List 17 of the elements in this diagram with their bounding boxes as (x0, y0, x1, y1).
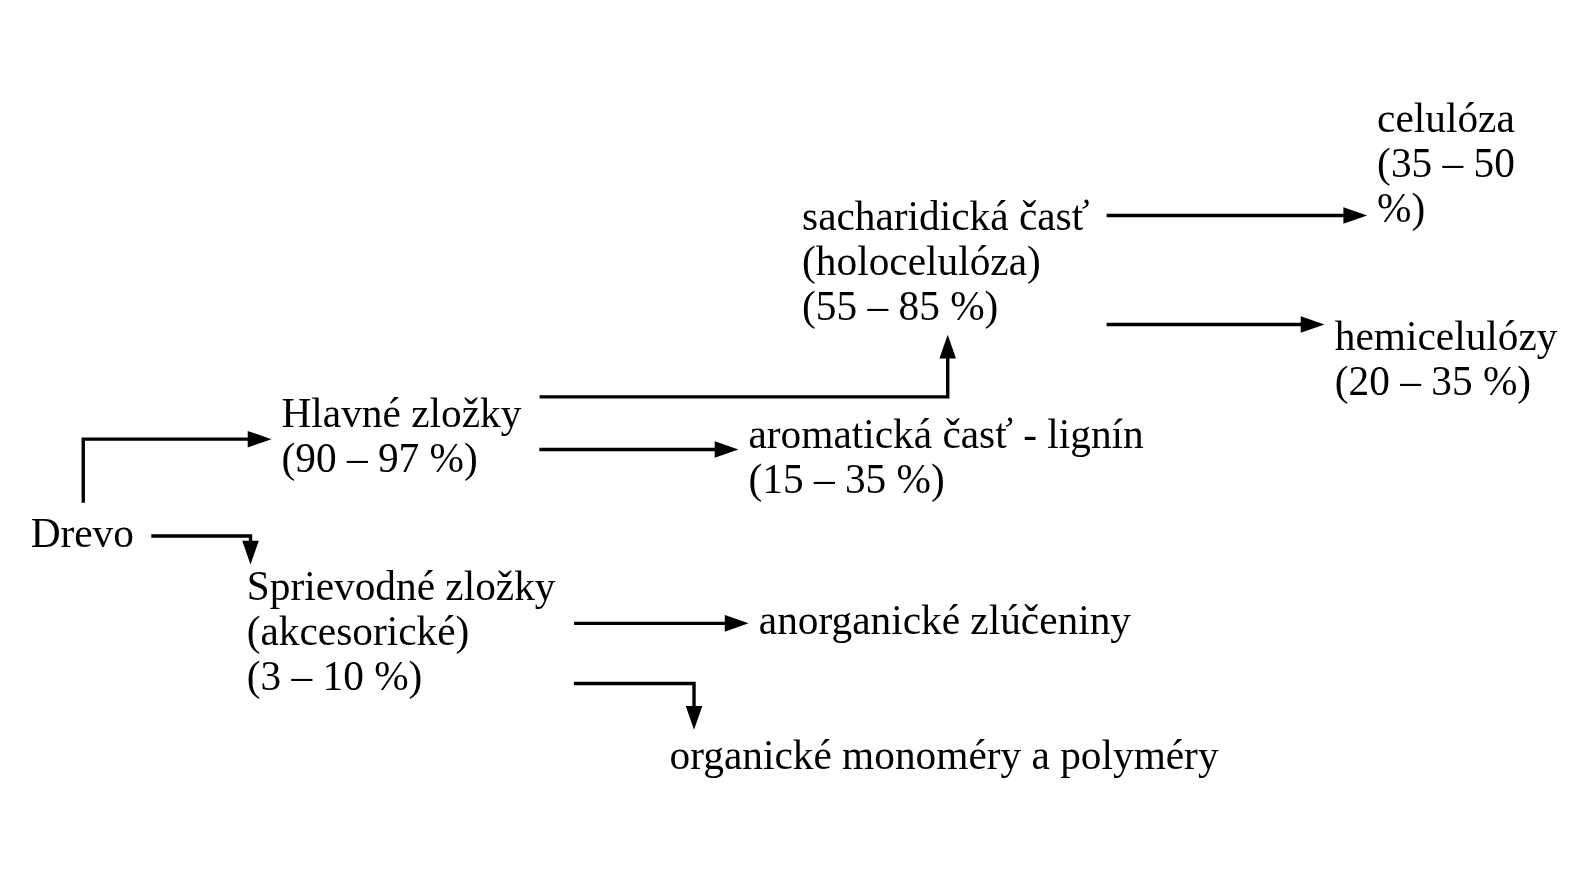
arrow (1106, 315, 1325, 333)
arrow (574, 614, 749, 632)
arrow (539, 334, 957, 399)
node-text: organické monoméry a polyméry (669, 731, 1219, 778)
node-text: Drevo (30, 509, 134, 556)
node-text: aromatická časť - lignín (15 – 35 %) (748, 410, 1144, 502)
arrow (81, 430, 272, 503)
node-text: Hlavné zložky (90 – 97 %) (281, 389, 522, 481)
node-text: celulóza (35 – 50 %) (1377, 94, 1515, 231)
node-text: hemicelulózy (20 – 35 %) (1334, 312, 1558, 404)
arrow (573, 681, 703, 730)
arrow (1106, 206, 1368, 224)
node-text: Sprievodné zložky (akcesorické) (3 – 10 %) (246, 562, 556, 699)
node-text: anorganické zlúčeniny (758, 596, 1132, 643)
arrow (151, 533, 259, 564)
arrow (539, 440, 739, 458)
node-text: sacharidická časť (holocelulóza) (55 – 85 %) (802, 192, 1090, 329)
